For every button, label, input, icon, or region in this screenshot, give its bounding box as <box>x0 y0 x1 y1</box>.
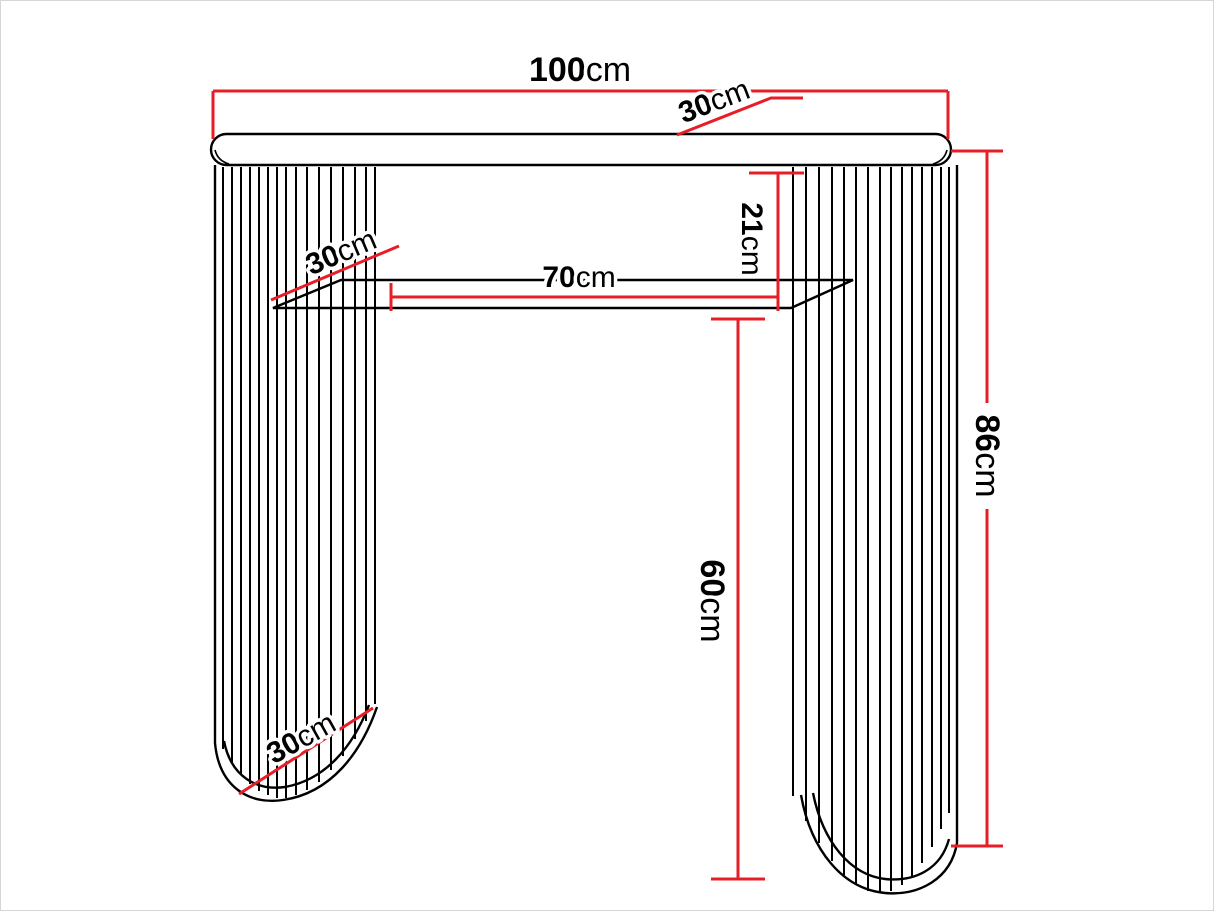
left-leg-outline <box>213 165 379 802</box>
left-leg-front-slats <box>222 167 297 798</box>
dimension-labels: 100cm 30cm 86cm 21cm 70cm 30cm 60cm 30cm <box>257 48 1009 774</box>
label-inner-width: 70cm <box>542 261 615 294</box>
dim-overall-height <box>951 149 1003 848</box>
label-leg-depth: 30cm <box>261 706 341 770</box>
dim-inner-width <box>389 283 780 311</box>
dim-shelf-depth <box>270 244 400 302</box>
table-top-right-rim <box>932 149 948 165</box>
dim-leg-depth <box>238 706 374 796</box>
left-leg-back-slats <box>306 167 376 790</box>
dim-floor-clearance <box>711 317 765 881</box>
label-top-to-shelf-height: 21cm <box>736 202 769 275</box>
label-floor-clearance: 60cm <box>693 559 731 642</box>
right-leg-slats <box>792 167 950 893</box>
right-leg-outline <box>799 165 959 895</box>
table-top-left-rim <box>214 149 230 165</box>
dimension-lines <box>211 89 1003 881</box>
dim-top-depth <box>676 96 803 137</box>
label-overall-width: 100cm <box>529 51 631 89</box>
table-top <box>209 132 953 167</box>
right-leg-bottom-rim <box>811 792 951 881</box>
label-shelf-depth: 30cm <box>301 222 381 281</box>
shelf <box>272 278 854 310</box>
dim-overall-width <box>211 89 950 139</box>
label-overall-height: 86cm <box>968 414 1006 497</box>
